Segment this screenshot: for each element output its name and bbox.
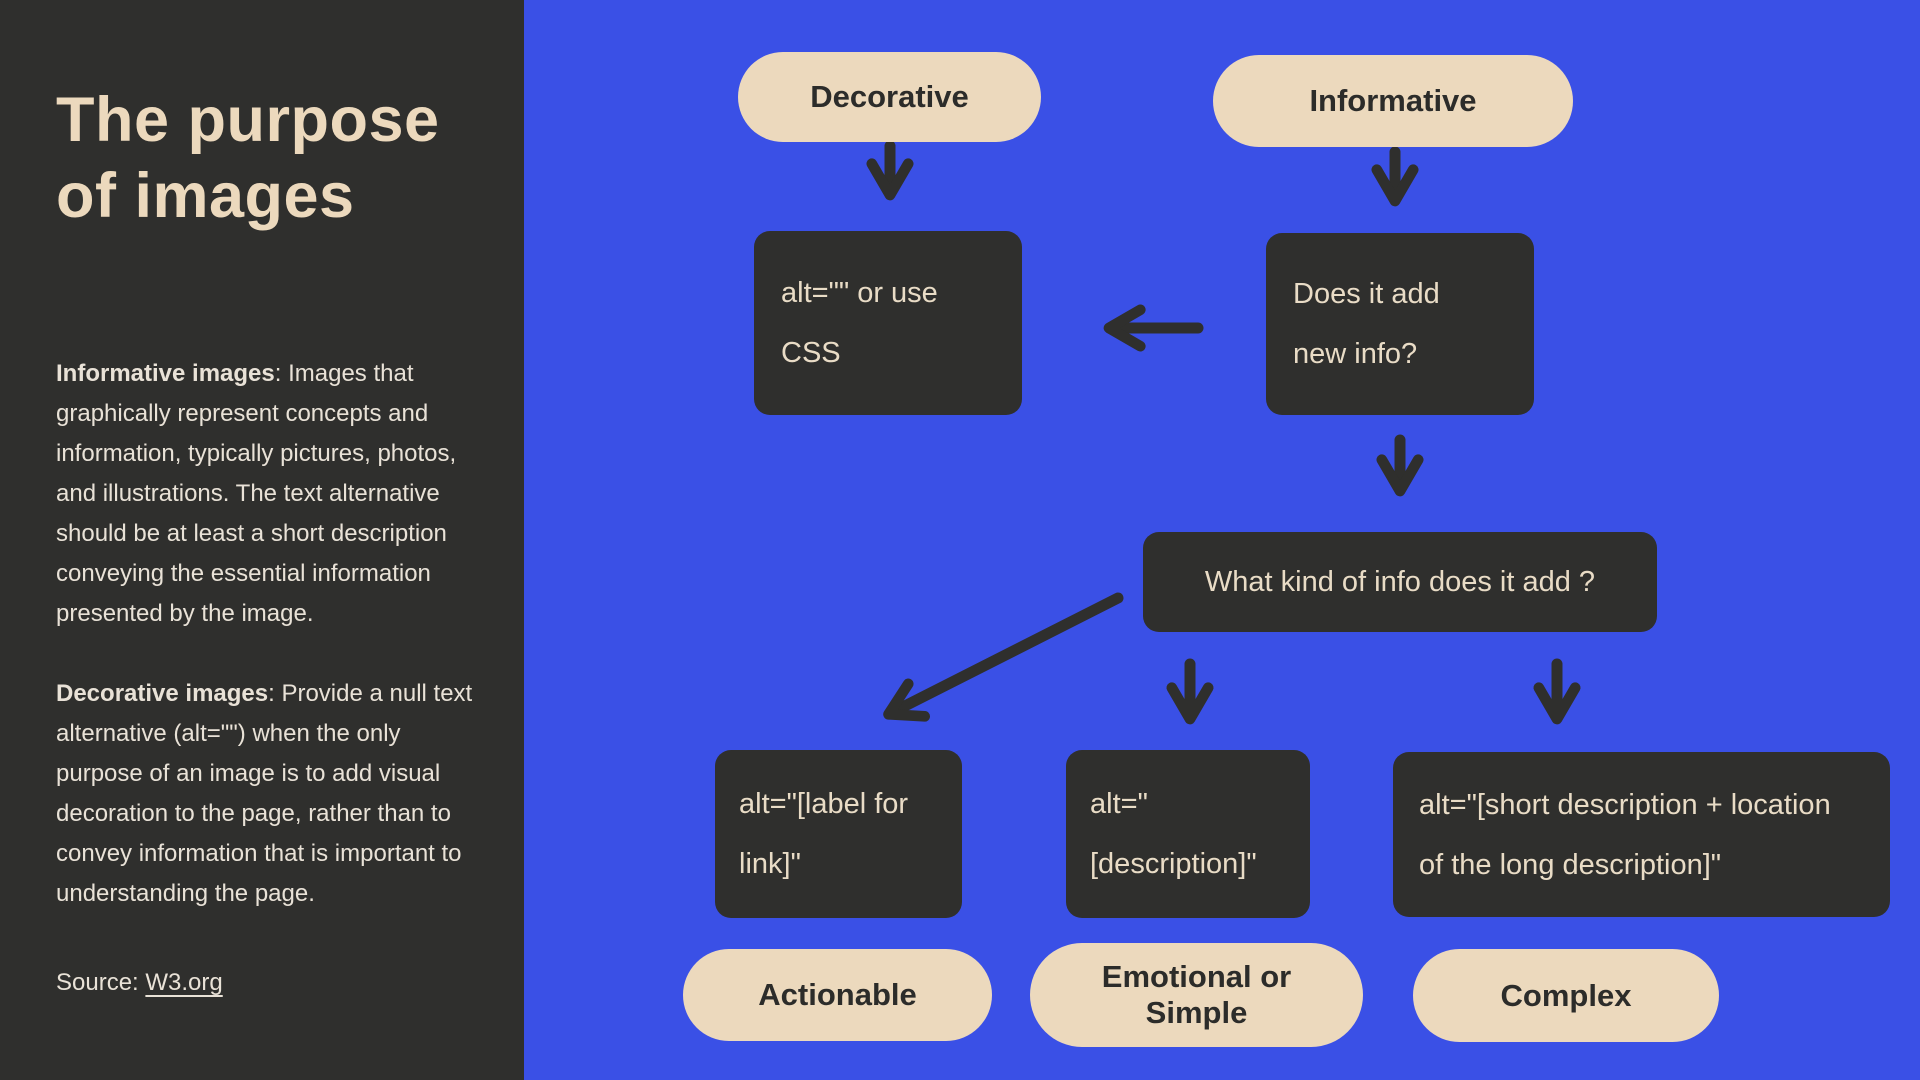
- node-alt-empty-line-2: CSS: [781, 337, 841, 369]
- node-alt-empty-or-css: alt="" or use CSS: [754, 231, 1022, 415]
- node-does-it-add-new-info: Does it add new info?: [1266, 233, 1534, 415]
- node-actionable-label: Actionable: [758, 977, 917, 1012]
- node-alt-empty-line-1: alt="" or use: [781, 277, 938, 309]
- node-label-link-line-2: link]": [739, 848, 801, 880]
- node-description-line-1: alt=": [1090, 788, 1148, 820]
- node-alt-description: alt=" [description]": [1066, 750, 1310, 918]
- source-link-w3org[interactable]: W3.org: [145, 969, 223, 996]
- node-complex: Complex: [1413, 949, 1719, 1042]
- node-emotional-label: Emotional or Simple: [1101, 959, 1292, 1030]
- paragraph-informative-images: Informative images: Images that graphica…: [56, 354, 480, 634]
- paragraph-informative-body: : Images that graphically represent conc…: [56, 360, 457, 627]
- sidebar: The purpose of images Informative images…: [0, 0, 524, 1080]
- source-label: Source:: [56, 969, 146, 996]
- paragraph-decorative-images: Decorative images: Provide a null text a…: [56, 674, 480, 914]
- node-short-desc-line-1: alt="[short description + location: [1419, 788, 1831, 821]
- node-description-line-2: [description]": [1090, 848, 1257, 880]
- node-complex-label: Complex: [1500, 977, 1632, 1013]
- node-short-desc-line-2: of the long description]": [1419, 848, 1722, 881]
- node-alt-label-for-link: alt="[label for link]": [715, 750, 962, 918]
- arrow-whatkind-to-labellink-icon: [883, 592, 1124, 722]
- node-label-link-line-1: alt="[label for: [739, 788, 909, 820]
- node-informative-label: Informative: [1309, 83, 1477, 118]
- node-informative: Informative: [1213, 55, 1573, 147]
- node-what-kind-label: What kind of info does it add ?: [1204, 566, 1596, 598]
- source-line: Source: W3.org: [56, 966, 223, 1000]
- node-alt-short-description: alt="[short description + location of th…: [1393, 752, 1890, 917]
- page-title: The purpose of images: [56, 85, 440, 232]
- paragraph-decorative-body: : Provide a null text alternative (alt="…: [56, 680, 473, 907]
- node-actionable: Actionable: [683, 949, 992, 1041]
- node-does-add-line-2: new info?: [1293, 338, 1418, 370]
- node-decorative-label: Decorative: [810, 79, 969, 114]
- paragraph-informative-lead: Informative images: [56, 360, 275, 387]
- node-does-add-line-1: Does it add: [1293, 278, 1440, 310]
- node-decorative: Decorative: [738, 52, 1041, 142]
- paragraph-decorative-lead: Decorative images: [56, 680, 269, 707]
- node-emotional-or-simple: Emotional or Simple: [1030, 943, 1363, 1047]
- node-what-kind-of-info: What kind of info does it add ?: [1143, 532, 1657, 632]
